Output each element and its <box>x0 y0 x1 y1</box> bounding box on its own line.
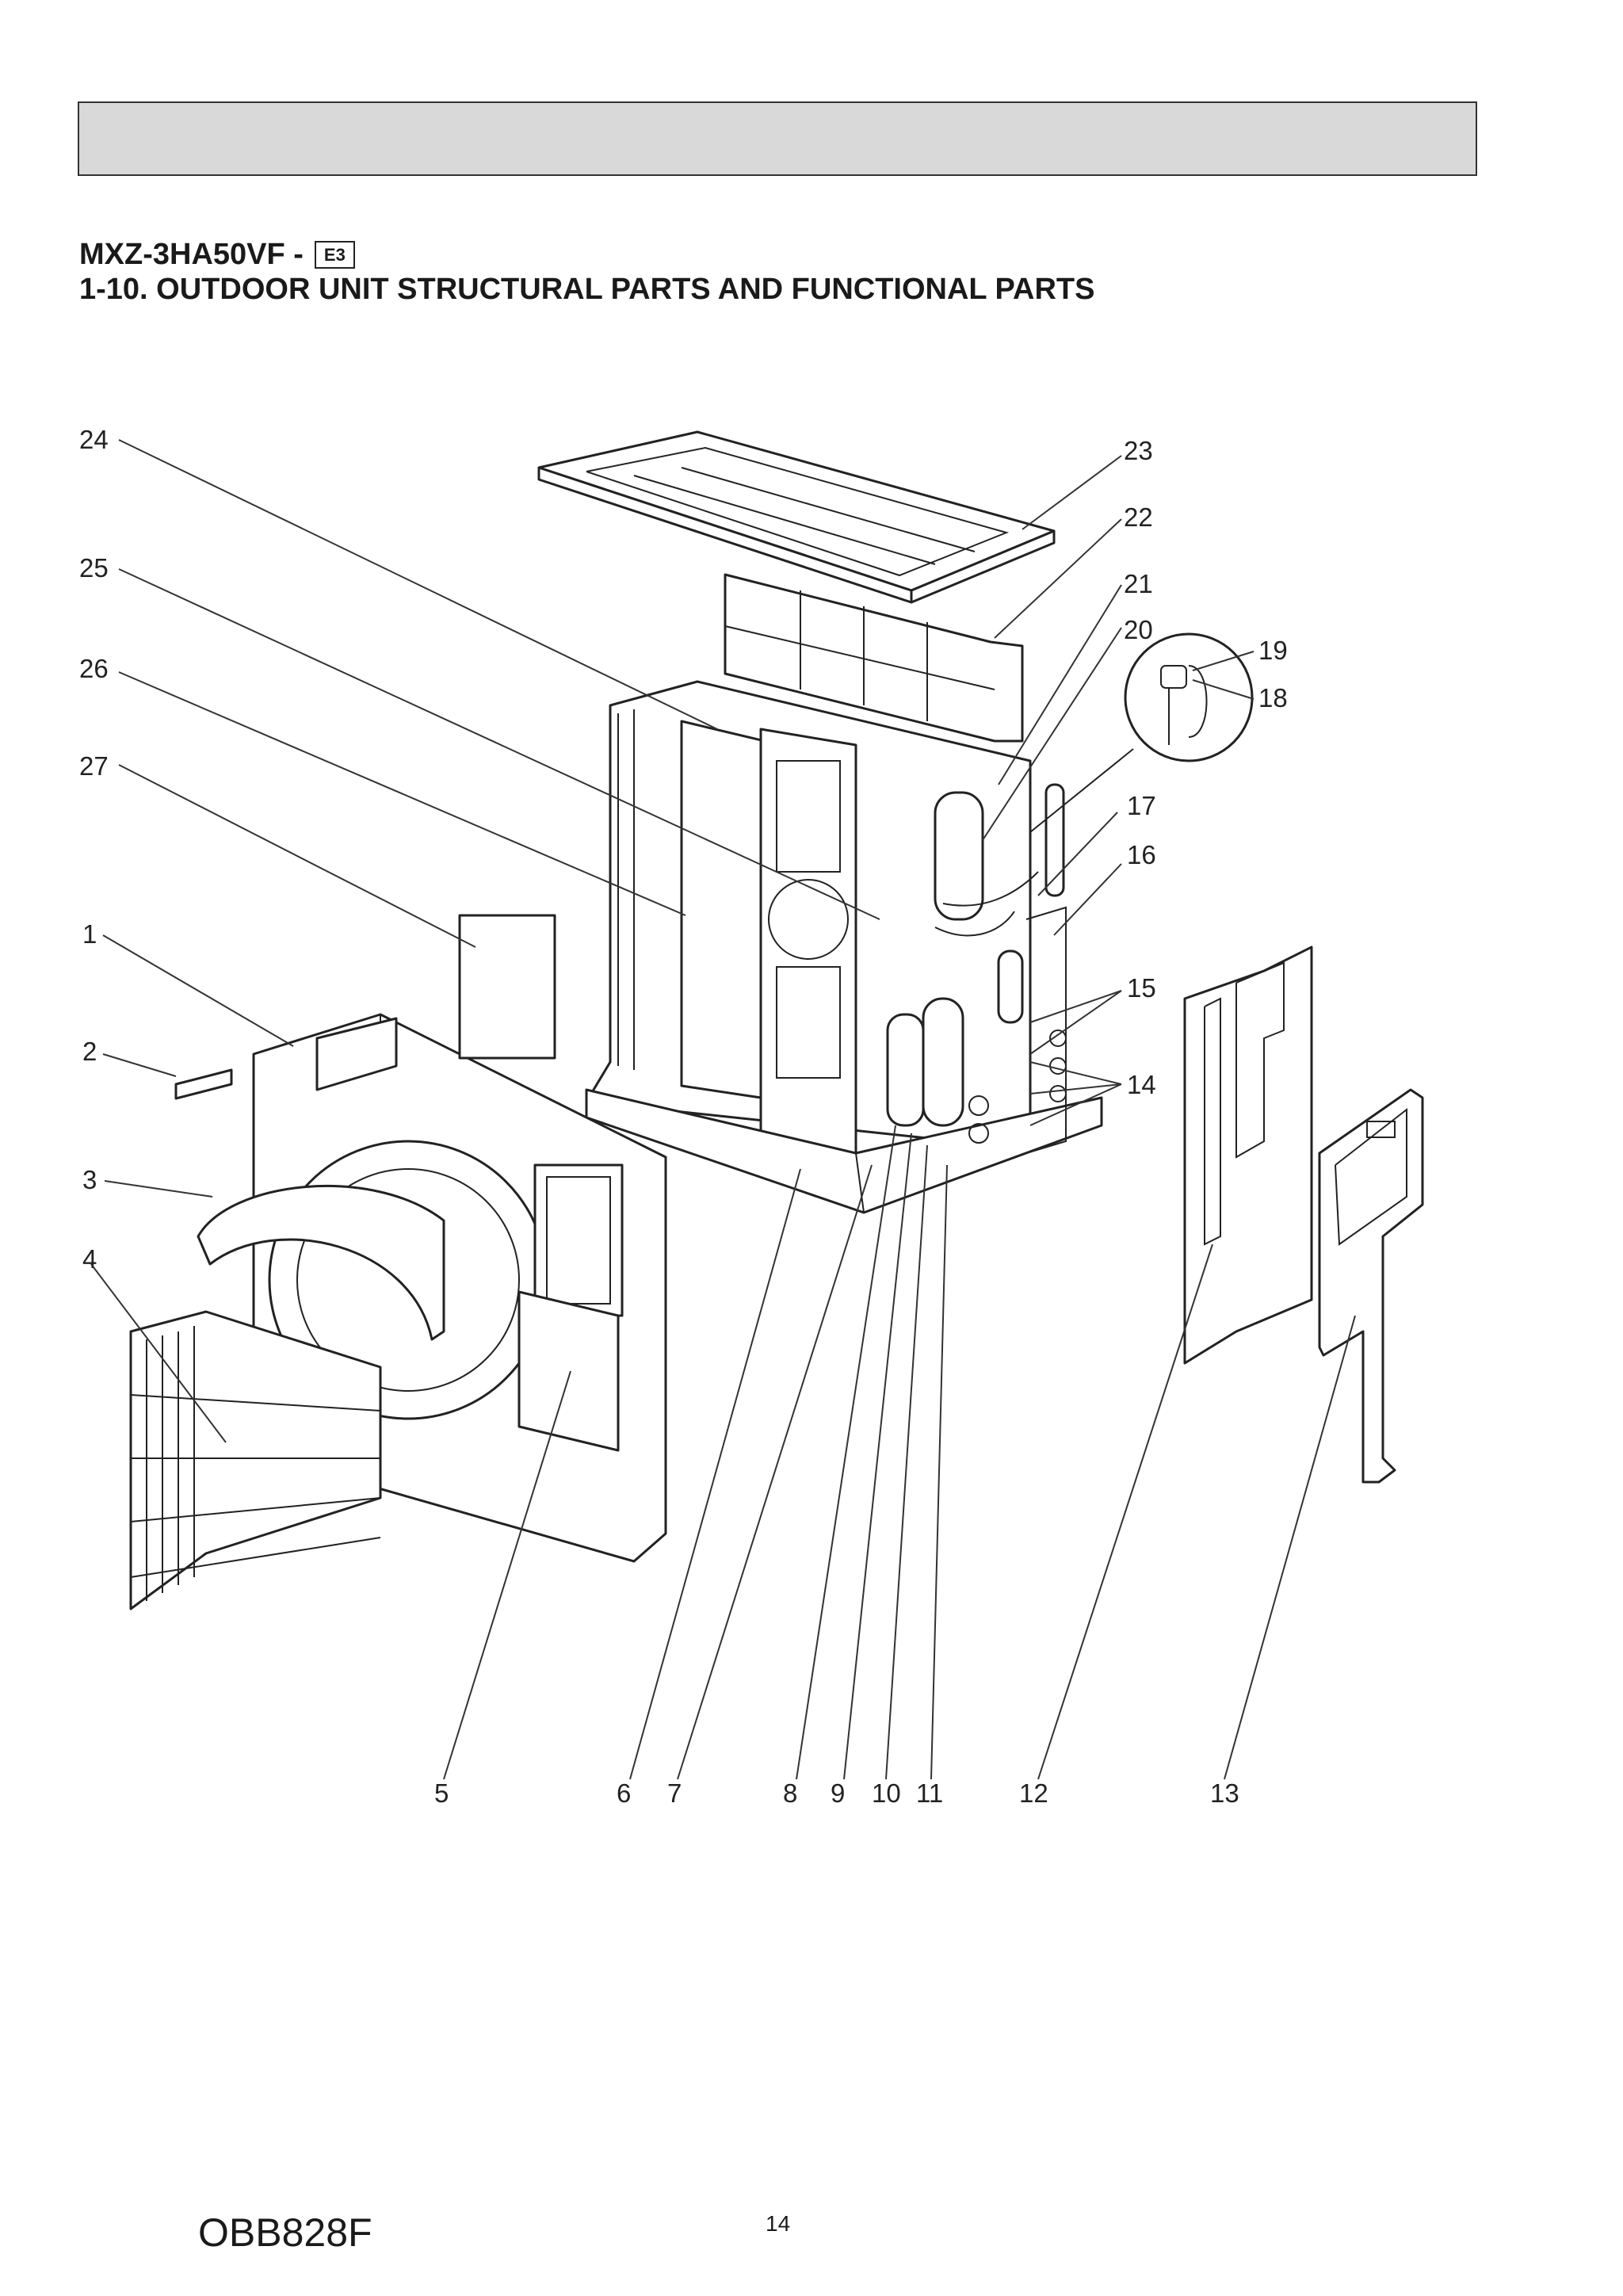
detail-magnifier <box>1029 632 1254 833</box>
callout-15: 15 <box>1127 973 1156 1003</box>
callout-14: 14 <box>1127 1070 1156 1099</box>
callout-23: 23 <box>1124 436 1153 465</box>
callout-4: 4 <box>82 1244 97 1274</box>
callout-12: 12 <box>1019 1778 1048 1808</box>
page-number: 14 <box>766 2211 791 2236</box>
callout-3: 3 <box>82 1165 97 1194</box>
callout-24: 24 <box>79 425 109 454</box>
callout-17: 17 <box>1127 791 1156 820</box>
front-grille-part <box>129 1310 382 1610</box>
callout-labels: 1 2 3 4 5 6 7 8 9 10 11 12 13 14 15 16 1… <box>79 425 1288 1808</box>
model-badge: E3 <box>314 241 355 269</box>
side-panel-part <box>1183 946 1313 1365</box>
header-band <box>78 101 1477 176</box>
fan-guard-ring-part <box>197 1185 445 1341</box>
callout-21: 21 <box>1124 569 1153 598</box>
label-part <box>458 914 556 1060</box>
badge-part <box>174 1068 233 1100</box>
section-title: 1-10. OUTDOOR UNIT STRUCTURAL PARTS AND … <box>79 273 1095 306</box>
callout-1: 1 <box>82 919 97 949</box>
callout-13: 13 <box>1210 1778 1239 1808</box>
callout-11: 11 <box>916 1778 943 1808</box>
callout-5: 5 <box>434 1778 449 1808</box>
rear-guard-part <box>724 573 1024 743</box>
cover-panel-part <box>1318 1088 1424 1484</box>
callout-27: 27 <box>79 751 109 781</box>
callout-2: 2 <box>82 1037 97 1066</box>
callout-25: 25 <box>79 553 109 583</box>
callout-18: 18 <box>1258 683 1288 712</box>
callout-8: 8 <box>783 1778 797 1808</box>
callout-6: 6 <box>617 1778 631 1808</box>
compressor-part <box>886 783 1067 1154</box>
leader-lines <box>90 439 1356 1780</box>
document-code: OBB828F <box>198 2210 372 2255</box>
callout-26: 26 <box>79 654 109 683</box>
callout-9: 9 <box>831 1778 845 1808</box>
callout-7: 7 <box>667 1778 682 1808</box>
callout-20: 20 <box>1124 615 1153 644</box>
model-heading: MXZ-3HA50VF - E3 <box>79 238 355 272</box>
callout-22: 22 <box>1124 502 1153 532</box>
callout-10: 10 <box>872 1778 901 1808</box>
model-name: MXZ-3HA50VF - <box>79 238 304 271</box>
top-panel-part <box>537 430 1056 604</box>
callout-19: 19 <box>1258 636 1288 665</box>
callout-16: 16 <box>1127 840 1156 869</box>
